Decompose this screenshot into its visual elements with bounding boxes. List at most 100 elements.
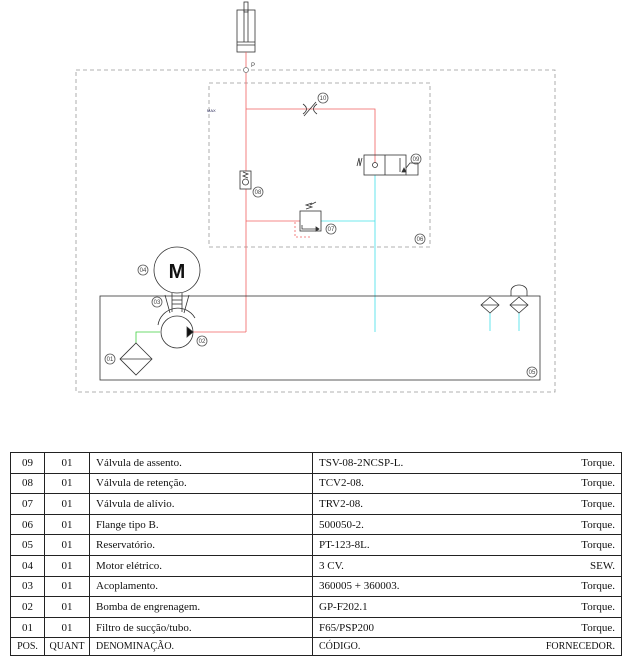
cell-codigo-fornecedor: F65/PSP200 Torque. bbox=[312, 616, 622, 639]
callout-04: 04 bbox=[140, 268, 147, 274]
callout-08: 08 bbox=[255, 190, 262, 196]
return-filter-icon bbox=[480, 296, 500, 314]
cell-quant: 01 bbox=[44, 575, 90, 598]
table-row: 08 01 Válvula de retenção. TCV2-08. Torqu… bbox=[10, 472, 622, 495]
cell-denominacao: Flange tipo B. bbox=[89, 513, 313, 536]
table-row: 04 01 Motor elétrico. 3 CV. SEW. bbox=[10, 554, 622, 577]
callout-03: 03 bbox=[154, 300, 161, 306]
cell-quant: 01 bbox=[44, 554, 90, 577]
cell-pos: 03 bbox=[10, 575, 45, 598]
cell-codigo-fornecedor: 3 CV. SEW. bbox=[312, 554, 622, 577]
header-codigo: CÓDIGO. bbox=[319, 641, 361, 653]
cell-quant: 01 bbox=[44, 616, 90, 639]
cell-fornecedor: SEW. bbox=[590, 559, 615, 572]
max-label: MAX bbox=[207, 108, 216, 113]
cell-fornecedor: Torque. bbox=[581, 477, 615, 490]
cell-pos: 07 bbox=[10, 493, 45, 515]
cell-denominacao: Válvula de assento. bbox=[89, 452, 313, 474]
header-denominacao: DENOMINAÇÃO. bbox=[89, 637, 313, 657]
table-row: 06 01 Flange tipo B. 500050-2. Torque. bbox=[10, 513, 622, 536]
outer-boundary bbox=[75, 69, 556, 393]
header-fornecedor: FORNECEDOR. bbox=[545, 641, 615, 653]
cell-pos: 08 bbox=[10, 472, 45, 495]
cell-quant: 01 bbox=[44, 534, 90, 556]
cell-quant: 01 bbox=[44, 493, 90, 515]
cell-codigo-fornecedor: TRV2-08. Torque. bbox=[312, 493, 622, 515]
throttle-valve-icon bbox=[302, 101, 318, 117]
cell-fornecedor: Torque. bbox=[581, 497, 615, 510]
cell-fornecedor: Torque. bbox=[581, 456, 615, 469]
cell-codigo-fornecedor: PT-123-8L. Torque. bbox=[312, 534, 622, 556]
cell-fornecedor: Torque. bbox=[581, 518, 615, 531]
hydraulic-schematic: P MAX M 01 02 03 04 05 06 07 08 09 10 bbox=[75, 1, 556, 393]
callout-07: 07 bbox=[328, 227, 335, 233]
reservoir bbox=[99, 295, 541, 381]
table-row: 05 01 Reservatório. PT-123-8L. Torque. bbox=[10, 534, 622, 556]
cell-quant: 01 bbox=[44, 513, 90, 536]
cell-denominacao: Válvula de retenção. bbox=[89, 472, 313, 495]
cell-codigo: PT-123-8L. bbox=[319, 539, 370, 552]
cell-codigo: TRV2-08. bbox=[319, 497, 364, 510]
suction-filter-icon bbox=[119, 342, 153, 376]
table-header: POS. QUANT DENOMINAÇÃO. CÓDIGO. FORNECEDO… bbox=[10, 637, 622, 657]
cell-pos: 05 bbox=[10, 534, 45, 556]
cell-fornecedor: Torque. bbox=[581, 600, 615, 613]
cell-denominacao: Reservatório. bbox=[89, 534, 313, 556]
cell-pos: 01 bbox=[10, 616, 45, 639]
pressure-line-branch bbox=[246, 108, 376, 163]
cell-codigo-fornecedor: TSV-08-2NCSP-L. Torque. bbox=[312, 452, 622, 474]
callout-05: 05 bbox=[529, 370, 536, 376]
cell-codigo-fornecedor: TCV2-08. Torque. bbox=[312, 472, 622, 495]
cell-codigo: GP-F202.1 bbox=[319, 600, 368, 613]
cell-quant: 01 bbox=[44, 472, 90, 495]
cell-pos: 02 bbox=[10, 596, 45, 618]
parts-table: 09 01 Válvula de assento. TSV-08-2NCSP-L… bbox=[10, 452, 622, 657]
check-valve-icon bbox=[239, 170, 252, 190]
suction-line bbox=[135, 331, 160, 343]
cell-quant: 01 bbox=[44, 452, 90, 474]
cell-denominacao: Filtro de sucção/tubo. bbox=[89, 616, 313, 639]
relief-valve-icon bbox=[299, 201, 322, 232]
header-pos: POS. bbox=[10, 637, 45, 657]
cell-pos: 09 bbox=[10, 452, 45, 474]
cell-pos: 06 bbox=[10, 513, 45, 536]
callout-09: 09 bbox=[413, 157, 420, 163]
header-quant: QUANT bbox=[44, 637, 90, 657]
cell-codigo-fornecedor: GP-F202.1 Torque. bbox=[312, 596, 622, 618]
electric-motor-icon bbox=[153, 246, 201, 294]
cell-codigo-fornecedor: 360005 + 360003. Torque. bbox=[312, 575, 622, 598]
cell-denominacao: Motor elétrico. bbox=[89, 554, 313, 577]
callout-06: 06 bbox=[417, 237, 424, 243]
cell-codigo: F65/PSP200 bbox=[319, 621, 375, 634]
breather-filter-icon bbox=[509, 284, 529, 314]
table-row: 01 01 Filtro de sucção/tubo. F65/PSP200 T… bbox=[10, 616, 622, 639]
port-label: P bbox=[251, 63, 255, 69]
seat-valve-icon bbox=[356, 154, 419, 176]
cell-pos: 04 bbox=[10, 554, 45, 577]
motor-label: M bbox=[169, 261, 186, 283]
callout-10: 10 bbox=[320, 96, 327, 102]
cell-denominacao: Válvula de alívio. bbox=[89, 493, 313, 515]
callout-01: 01 bbox=[107, 357, 114, 363]
cell-fornecedor: Torque. bbox=[581, 580, 615, 593]
gear-pump-icon bbox=[160, 315, 194, 349]
table-row: 07 01 Válvula de alívio. TRV2-08. Torque. bbox=[10, 493, 622, 515]
table-row: 09 01 Válvula de assento. TSV-08-2NCSP-L… bbox=[10, 452, 622, 474]
table-row: 02 01 Bomba de engrenagem. GP-F202.1 Torq… bbox=[10, 596, 622, 618]
hydraulic-cylinder bbox=[236, 1, 256, 53]
cell-denominacao: Bomba de engrenagem. bbox=[89, 596, 313, 618]
cell-quant: 01 bbox=[44, 596, 90, 618]
cell-codigo: 3 CV. bbox=[319, 559, 344, 572]
flange-boundary bbox=[208, 82, 431, 248]
port-p bbox=[243, 67, 249, 73]
cell-codigo: 360005 + 360003. bbox=[319, 580, 400, 593]
header-codigo-fornecedor: CÓDIGO. FORNECEDOR. bbox=[312, 637, 622, 657]
table-row: 03 01 Acoplamento. 360005 + 360003. Torqu… bbox=[10, 575, 622, 598]
cell-fornecedor: Torque. bbox=[581, 621, 615, 634]
cell-codigo: TSV-08-2NCSP-L. bbox=[319, 456, 404, 469]
cell-fornecedor: Torque. bbox=[581, 539, 615, 552]
cell-codigo-fornecedor: 500050-2. Torque. bbox=[312, 513, 622, 536]
cell-denominacao: Acoplamento. bbox=[89, 575, 313, 598]
cell-codigo: TCV2-08. bbox=[319, 477, 364, 490]
cell-codigo: 500050-2. bbox=[319, 518, 364, 531]
